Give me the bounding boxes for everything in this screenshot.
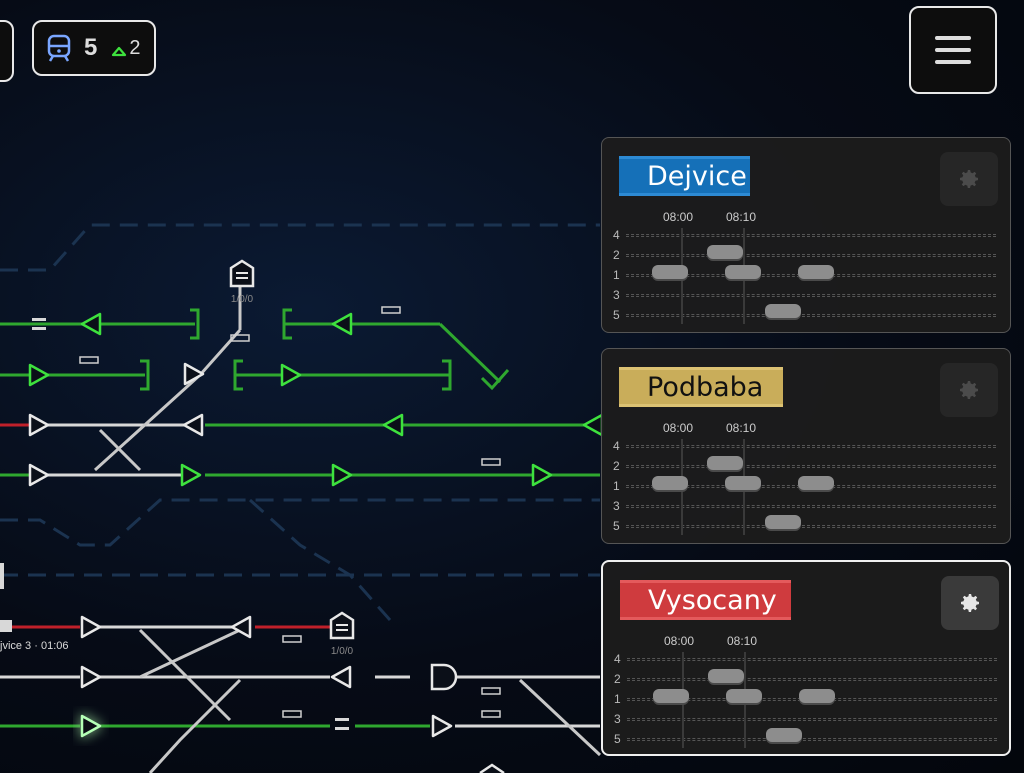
track-number: 4 [613,439,620,453]
train-slot[interactable] [707,456,743,470]
track-number: 1 [614,692,621,706]
arriving-count: 2 [129,36,141,59]
arrive-icon [111,42,127,57]
station-panel-dejvice[interactable]: Dejvice 08:00 08:10 4 2 1 3 5 [601,137,1011,333]
track-number: 1 [613,268,620,282]
train-slot[interactable] [725,476,761,490]
train-slot[interactable] [725,265,761,279]
train-slot[interactable] [707,245,743,259]
settings-button[interactable] [940,363,998,417]
train-slot[interactable] [708,669,744,683]
train-slot[interactable] [652,476,688,490]
left-hud-button[interactable] [0,20,14,82]
track-number: 4 [613,228,620,242]
train-slot[interactable] [726,689,762,703]
track-number: 4 [614,652,621,666]
station-panel-vysocany[interactable]: Vysocany 08:00 08:10 4 2 1 3 5 [601,560,1011,756]
station-name: Podbaba [619,367,783,407]
hamburger-menu-icon [935,36,971,64]
track-number: 5 [614,732,621,746]
time-label: 08:10 [726,210,757,224]
time-label: 08:10 [726,421,757,435]
track-number: 1 [613,479,620,493]
capacity-label: 1/0/0 [231,294,254,305]
station-name: Dejvice [619,156,750,196]
time-label: 08:00 [663,421,694,435]
train-slot[interactable] [765,515,801,529]
capacity-label: 1/0/0 [331,646,354,657]
track-number: 2 [614,672,621,686]
station-name: Vysocany [620,580,791,620]
train-slot[interactable] [652,265,688,279]
train-info-label: jvice 3 · 01:06 [0,640,68,652]
train-slot[interactable] [765,304,801,318]
track-number: 3 [614,712,621,726]
time-label: 08:00 [663,210,694,224]
track-number: 2 [613,248,620,262]
settings-button[interactable] [940,152,998,206]
train-slot[interactable] [653,689,689,703]
menu-button[interactable] [909,6,997,94]
track-number: 5 [613,308,620,322]
train-counter[interactable]: 5 2 [32,20,156,76]
train-slot[interactable] [798,265,834,279]
train-slot[interactable] [799,689,835,703]
train-slot[interactable] [766,728,802,742]
gear-icon [960,381,978,399]
train-slot[interactable] [798,476,834,490]
gear-icon [961,594,979,612]
track-number: 3 [613,288,620,302]
train-icon [46,34,72,62]
track-number: 2 [613,459,620,473]
time-label: 08:10 [727,634,758,648]
trains-count: 5 [84,34,98,61]
settings-button[interactable] [941,576,999,630]
track-number: 3 [613,499,620,513]
station-panel-podbaba[interactable]: Podbaba 08:00 08:10 4 2 1 3 5 [601,348,1011,544]
gear-icon [960,170,978,188]
time-label: 08:00 [664,634,695,648]
track-number: 5 [613,519,620,533]
